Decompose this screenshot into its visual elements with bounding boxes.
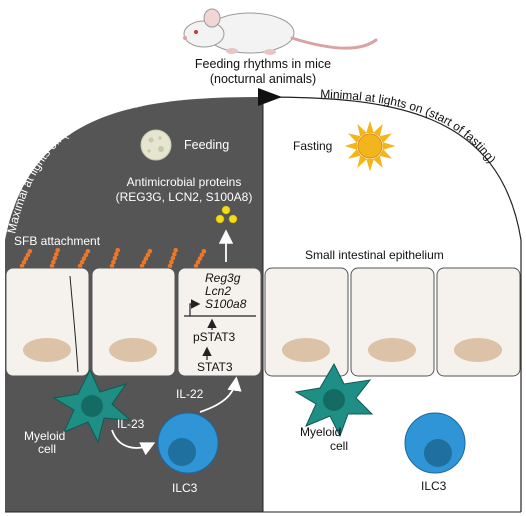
- cell-nucleus: [454, 338, 502, 362]
- sfb-segment: [139, 263, 145, 269]
- sun-ray: [379, 149, 393, 159]
- il23-arrow: [111, 429, 156, 456]
- sun-ray: [357, 123, 367, 137]
- sfb-segment: [83, 252, 89, 258]
- sfb-segment: [201, 248, 207, 254]
- title-line2: (nocturnal animals): [210, 72, 316, 86]
- myeloid-label-day-line2: cell: [330, 439, 348, 453]
- sun-icon: [344, 120, 396, 172]
- stat3-label: STAT3: [197, 360, 233, 374]
- sfb-segment: [51, 259, 56, 265]
- sfb-segment: [109, 263, 115, 269]
- sfb-segment: [27, 248, 33, 254]
- ilc3-label-night: ILC3: [172, 481, 198, 495]
- amp-title-line2: (REG3G, LCN2, S100A8): [116, 190, 253, 204]
- sfb-segment: [52, 255, 58, 261]
- sfb-segment: [19, 263, 25, 269]
- cell-nucleus: [368, 338, 416, 362]
- gene-reg3g: Reg3g: [205, 271, 241, 285]
- pstat3-label: pSTAT3: [193, 330, 236, 344]
- sun-ray: [347, 133, 361, 143]
- sfb-segment: [197, 256, 203, 261]
- sfb-segment: [141, 260, 147, 265]
- cycle-arrowhead: [258, 88, 282, 106]
- ilc3-cell-night: [157, 412, 219, 474]
- sfb-segment: [114, 251, 119, 257]
- sfb-segment: [25, 252, 31, 258]
- epithelium-row: [5, 267, 521, 377]
- epithelial-cell: [177, 267, 262, 377]
- epithelium-label: Small intestinal epithelium: [305, 248, 444, 262]
- sfb-segment: [195, 260, 201, 265]
- myeloid-label-night-line2: cell: [38, 442, 56, 456]
- sfb-segment: [145, 252, 151, 258]
- sfb-segment: [54, 251, 59, 257]
- myeloid-cell-day: [294, 362, 374, 438]
- day-outline: [262, 96, 522, 512]
- sfb-segment: [81, 256, 87, 261]
- myeloid-label-night-line1: Myeloid: [24, 429, 65, 443]
- myeloid-label-day-line1: Myeloid: [300, 425, 341, 439]
- sun-ray: [366, 120, 374, 134]
- cell-nucleus: [109, 338, 157, 362]
- sfb-segment: [199, 252, 205, 258]
- sfb-segment: [147, 248, 153, 254]
- sun-ray: [347, 149, 361, 159]
- fasting-label: Fasting: [293, 139, 332, 153]
- amp-title-line1: Antimicrobial proteins: [127, 175, 242, 189]
- sun-ray: [379, 133, 393, 143]
- cell-nucleus: [282, 338, 330, 362]
- sfb-bacteria: [19, 247, 207, 269]
- ilc3-cell-day: [404, 412, 466, 474]
- feeding-label: Feeding: [184, 138, 229, 152]
- arc-label-right: Minimal at lights on (start of fasting): [320, 87, 499, 166]
- il22-label: IL-22: [176, 387, 204, 401]
- sfb-segment: [111, 259, 116, 265]
- sun-ray: [373, 123, 383, 137]
- sfb-segment: [55, 247, 60, 253]
- sfb-segment: [193, 263, 199, 269]
- sfb-segment: [112, 255, 118, 261]
- sun-ray: [373, 155, 383, 169]
- sfb-segment: [143, 256, 149, 261]
- sfb-segment: [77, 263, 83, 269]
- antimicrobial-protein-dots: [215, 205, 238, 224]
- gene-s100a8: S100a8: [205, 297, 247, 311]
- sfb-label: SFB attachment: [14, 234, 101, 248]
- sfb-segment: [173, 247, 178, 253]
- sfb-segment: [79, 260, 85, 265]
- mouse-illustration: [183, 8, 378, 55]
- sun-ray: [382, 142, 396, 150]
- sfb-segment: [23, 256, 29, 261]
- gene-lcn2: Lcn2: [205, 284, 231, 298]
- transcription-arrow: [189, 299, 201, 316]
- sfb-segment: [21, 260, 27, 265]
- myeloid-cell-night: [52, 368, 132, 444]
- ilc3-label-day: ILC3: [421, 479, 447, 493]
- sfb-segment: [115, 247, 120, 253]
- il22-arrow: [199, 376, 242, 413]
- sfb-segment: [167, 263, 173, 269]
- myeloid-dendrite: [69, 275, 79, 373]
- sfb-segment: [85, 248, 91, 254]
- sun-ray: [357, 155, 367, 169]
- title-line1: Feeding rhythms in mice: [195, 57, 331, 71]
- moon-icon: [140, 129, 172, 161]
- sun-ray: [344, 142, 358, 150]
- sfb-segment: [170, 255, 176, 261]
- il23-label: IL-23: [117, 417, 145, 431]
- cell-nucleus: [23, 338, 71, 362]
- sfb-segment: [169, 259, 174, 265]
- sfb-segment: [49, 263, 55, 269]
- sfb-segment: [172, 251, 177, 257]
- sun-ray: [366, 158, 374, 172]
